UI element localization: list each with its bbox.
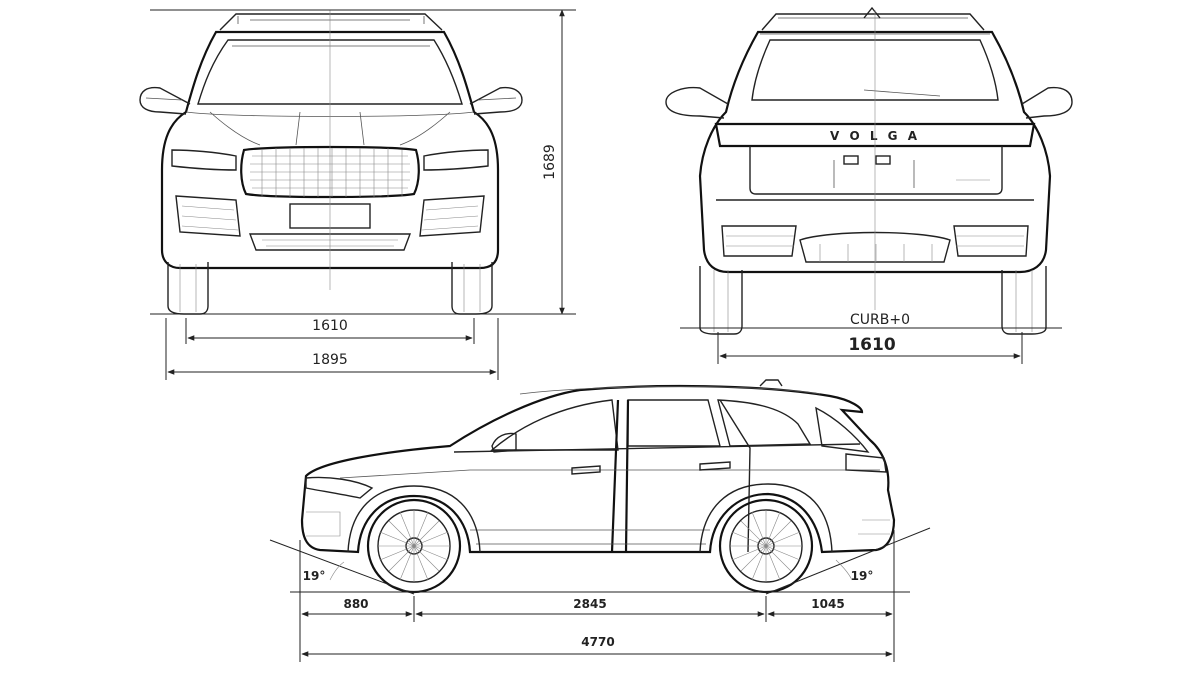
rear-view: V O L G A CURB+0 1610 xyxy=(665,6,1073,364)
departure-angle-label: 19° xyxy=(851,569,874,583)
rear-note-label: CURB+0 xyxy=(850,312,910,328)
front-width-label: 1895 xyxy=(312,352,348,368)
rear-track-label: 1610 xyxy=(848,335,895,355)
front-view: 1689 1610 1895 xyxy=(139,9,576,380)
front-overhang-label: 880 xyxy=(343,597,368,611)
overall-length-label: 4770 xyxy=(581,635,614,649)
rear-badge: V O L G A xyxy=(830,129,920,143)
side-view: 19° 19° 880 2845 1045 4770 xyxy=(269,379,931,662)
front-track-label: 1610 xyxy=(312,318,348,334)
wheelbase-label: 2845 xyxy=(573,597,606,611)
front-height-label: 1689 xyxy=(542,144,558,180)
front-wheel xyxy=(366,498,462,594)
rear-wheel xyxy=(718,498,814,594)
rear-overhang-label: 1045 xyxy=(811,597,844,611)
approach-angle-label: 19° xyxy=(303,569,326,583)
